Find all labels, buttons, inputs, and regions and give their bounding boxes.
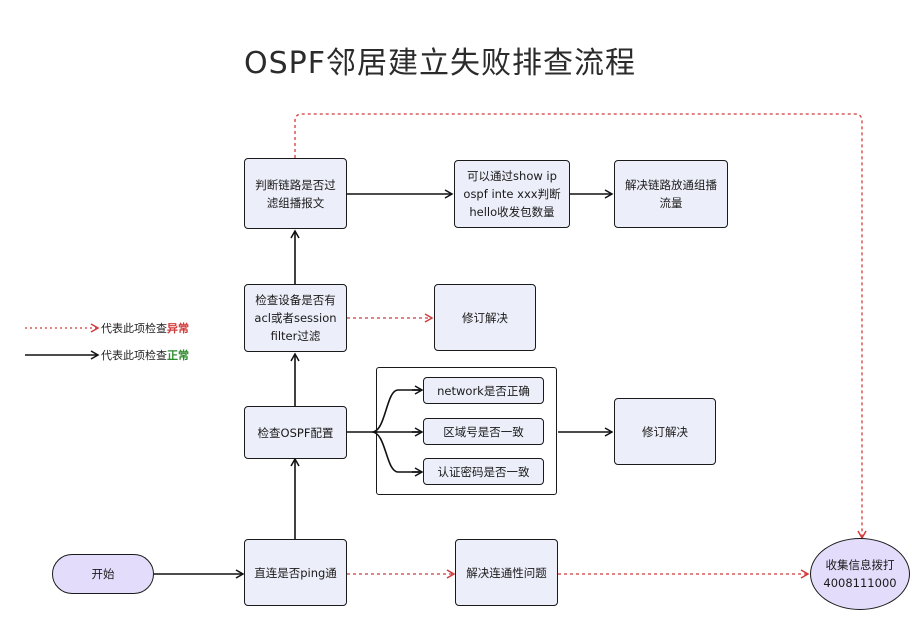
config-check-group [376, 367, 557, 495]
link-filter-node: 判断链路是否过 滤组播报文 [244, 158, 347, 229]
show-ip-ospf-node: 可以通过show ip ospf inte xxx判断 hello收发包数量 [454, 160, 570, 228]
start-node: 开始 [52, 554, 154, 594]
legend-normal: 代表此项检查正常 [101, 347, 189, 363]
fix-connectivity-node: 解决连通性问题 [455, 539, 558, 606]
revise-node-1: 修订解决 [434, 284, 536, 351]
legend-abnormal-word: 异常 [167, 322, 189, 335]
network-check-node: network是否正确 [423, 377, 544, 404]
acl-check-node: 检查设备是否有 acl或者session filter过滤 [244, 284, 347, 352]
ping-check-node: 直连是否ping通 [244, 539, 347, 606]
release-multicast-node: 解决链路放通组播 流量 [614, 160, 728, 228]
legend-normal-prefix: 代表此项检查 [101, 349, 167, 362]
legend-abnormal: 代表此项检查异常 [101, 320, 189, 336]
legend-abnormal-prefix: 代表此项检查 [101, 322, 167, 335]
edge-config-brace [347, 389, 420, 473]
auth-check-node: 认证密码是否一致 [423, 458, 544, 485]
check-config-node: 检查OSPF配置 [244, 406, 347, 459]
page-title: OSPF邻居建立失败排查流程 [243, 46, 636, 81]
collect-info-node: 收集信息拨打 4008111000 [810, 538, 910, 610]
area-check-node: 区域号是否一致 [423, 418, 544, 445]
revise-node-2: 修订解决 [614, 398, 716, 465]
edge-link-collect [294, 113, 867, 540]
legend-normal-word: 正常 [167, 349, 189, 362]
